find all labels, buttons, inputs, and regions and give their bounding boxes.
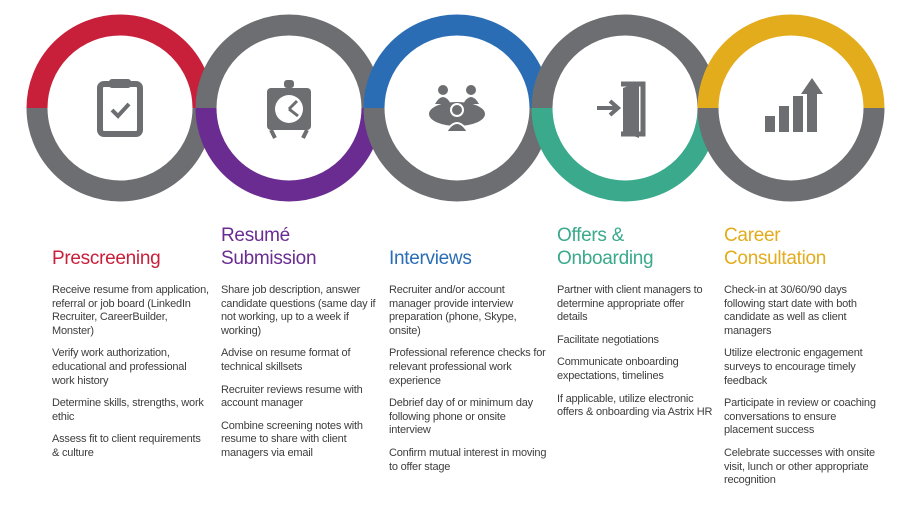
stage-title-text: Career Consultation [724,225,827,269]
stage-ring-4 [531,14,719,202]
stage-item: Share job description, answer candidate … [221,284,376,337]
stage-title: Resumé Submission [221,222,379,270]
stage-item: Combine screening notes with resume to s… [221,419,363,459]
stage-item: Utilize electronic engagement surveys to… [724,347,863,387]
stage-title-text: Interviews [389,248,472,269]
stage-item: Advise on resume format of technical ski… [221,347,351,373]
stage-title-text: Resumé Submission [221,225,317,269]
stage-ring-2 [195,14,383,202]
stage-title: Offers & Onboarding [557,222,715,270]
stage-item: Verify work authorization, educational a… [52,347,187,387]
growth-chart-icon [765,78,823,132]
enter-door-icon [597,81,646,138]
stage-title-text: Offers & Onboarding [557,225,654,269]
stage-item: Debrief day of or minimum day following … [389,397,533,437]
stage-title: Career Consultation [724,222,882,270]
stage-item: Facilitate negotiations [557,333,659,346]
stage-item: Check-in at 30/60/90 days following star… [724,284,857,337]
stage-item: Celebrate successes with onsite visit, l… [724,446,875,487]
stage-item: Recruiter and/or account manager provide… [389,284,517,337]
stage-item: Recruiter reviews resume with account ma… [221,383,363,410]
stage-items: Partner with client managers to determin… [557,284,715,420]
stage-item: Assess fit to client requirements & cult… [52,433,201,459]
stage-item: Receive resume from application, referra… [52,284,209,337]
stage-item: Participate in review or coaching conver… [724,397,876,437]
stage-items: Check-in at 30/60/90 days following star… [724,284,882,488]
stage-items: Receive resume from application, referra… [52,284,210,461]
stage-item: If applicable, utilize electronic offers… [557,392,713,419]
stage-item: Determine skills, strengths, work ethic [52,397,204,423]
stage-title: Interviews [389,222,547,270]
clipboard-check-icon [97,79,143,137]
meeting-table-icon [429,85,485,133]
stage-item: Communicate onboarding expectations, tim… [557,356,679,382]
alarm-clock-icon [267,80,311,139]
stage-ring-1 [26,14,214,202]
stage-ring-5 [697,14,885,202]
stage-title: Prescreening [52,222,210,270]
stage-rings [26,14,885,202]
stage-items: Recruiter and/or account manager provide… [389,284,547,474]
stage-item: Professional reference checks for releva… [389,347,546,387]
stage-ring-3 [363,14,551,202]
stage-items: Share job description, answer candidate … [221,284,379,461]
stage-item: Partner with client managers to determin… [557,284,703,324]
stage-title-text: Prescreening [52,248,161,269]
stage-item: Confirm mutual interest in moving to off… [389,446,547,473]
